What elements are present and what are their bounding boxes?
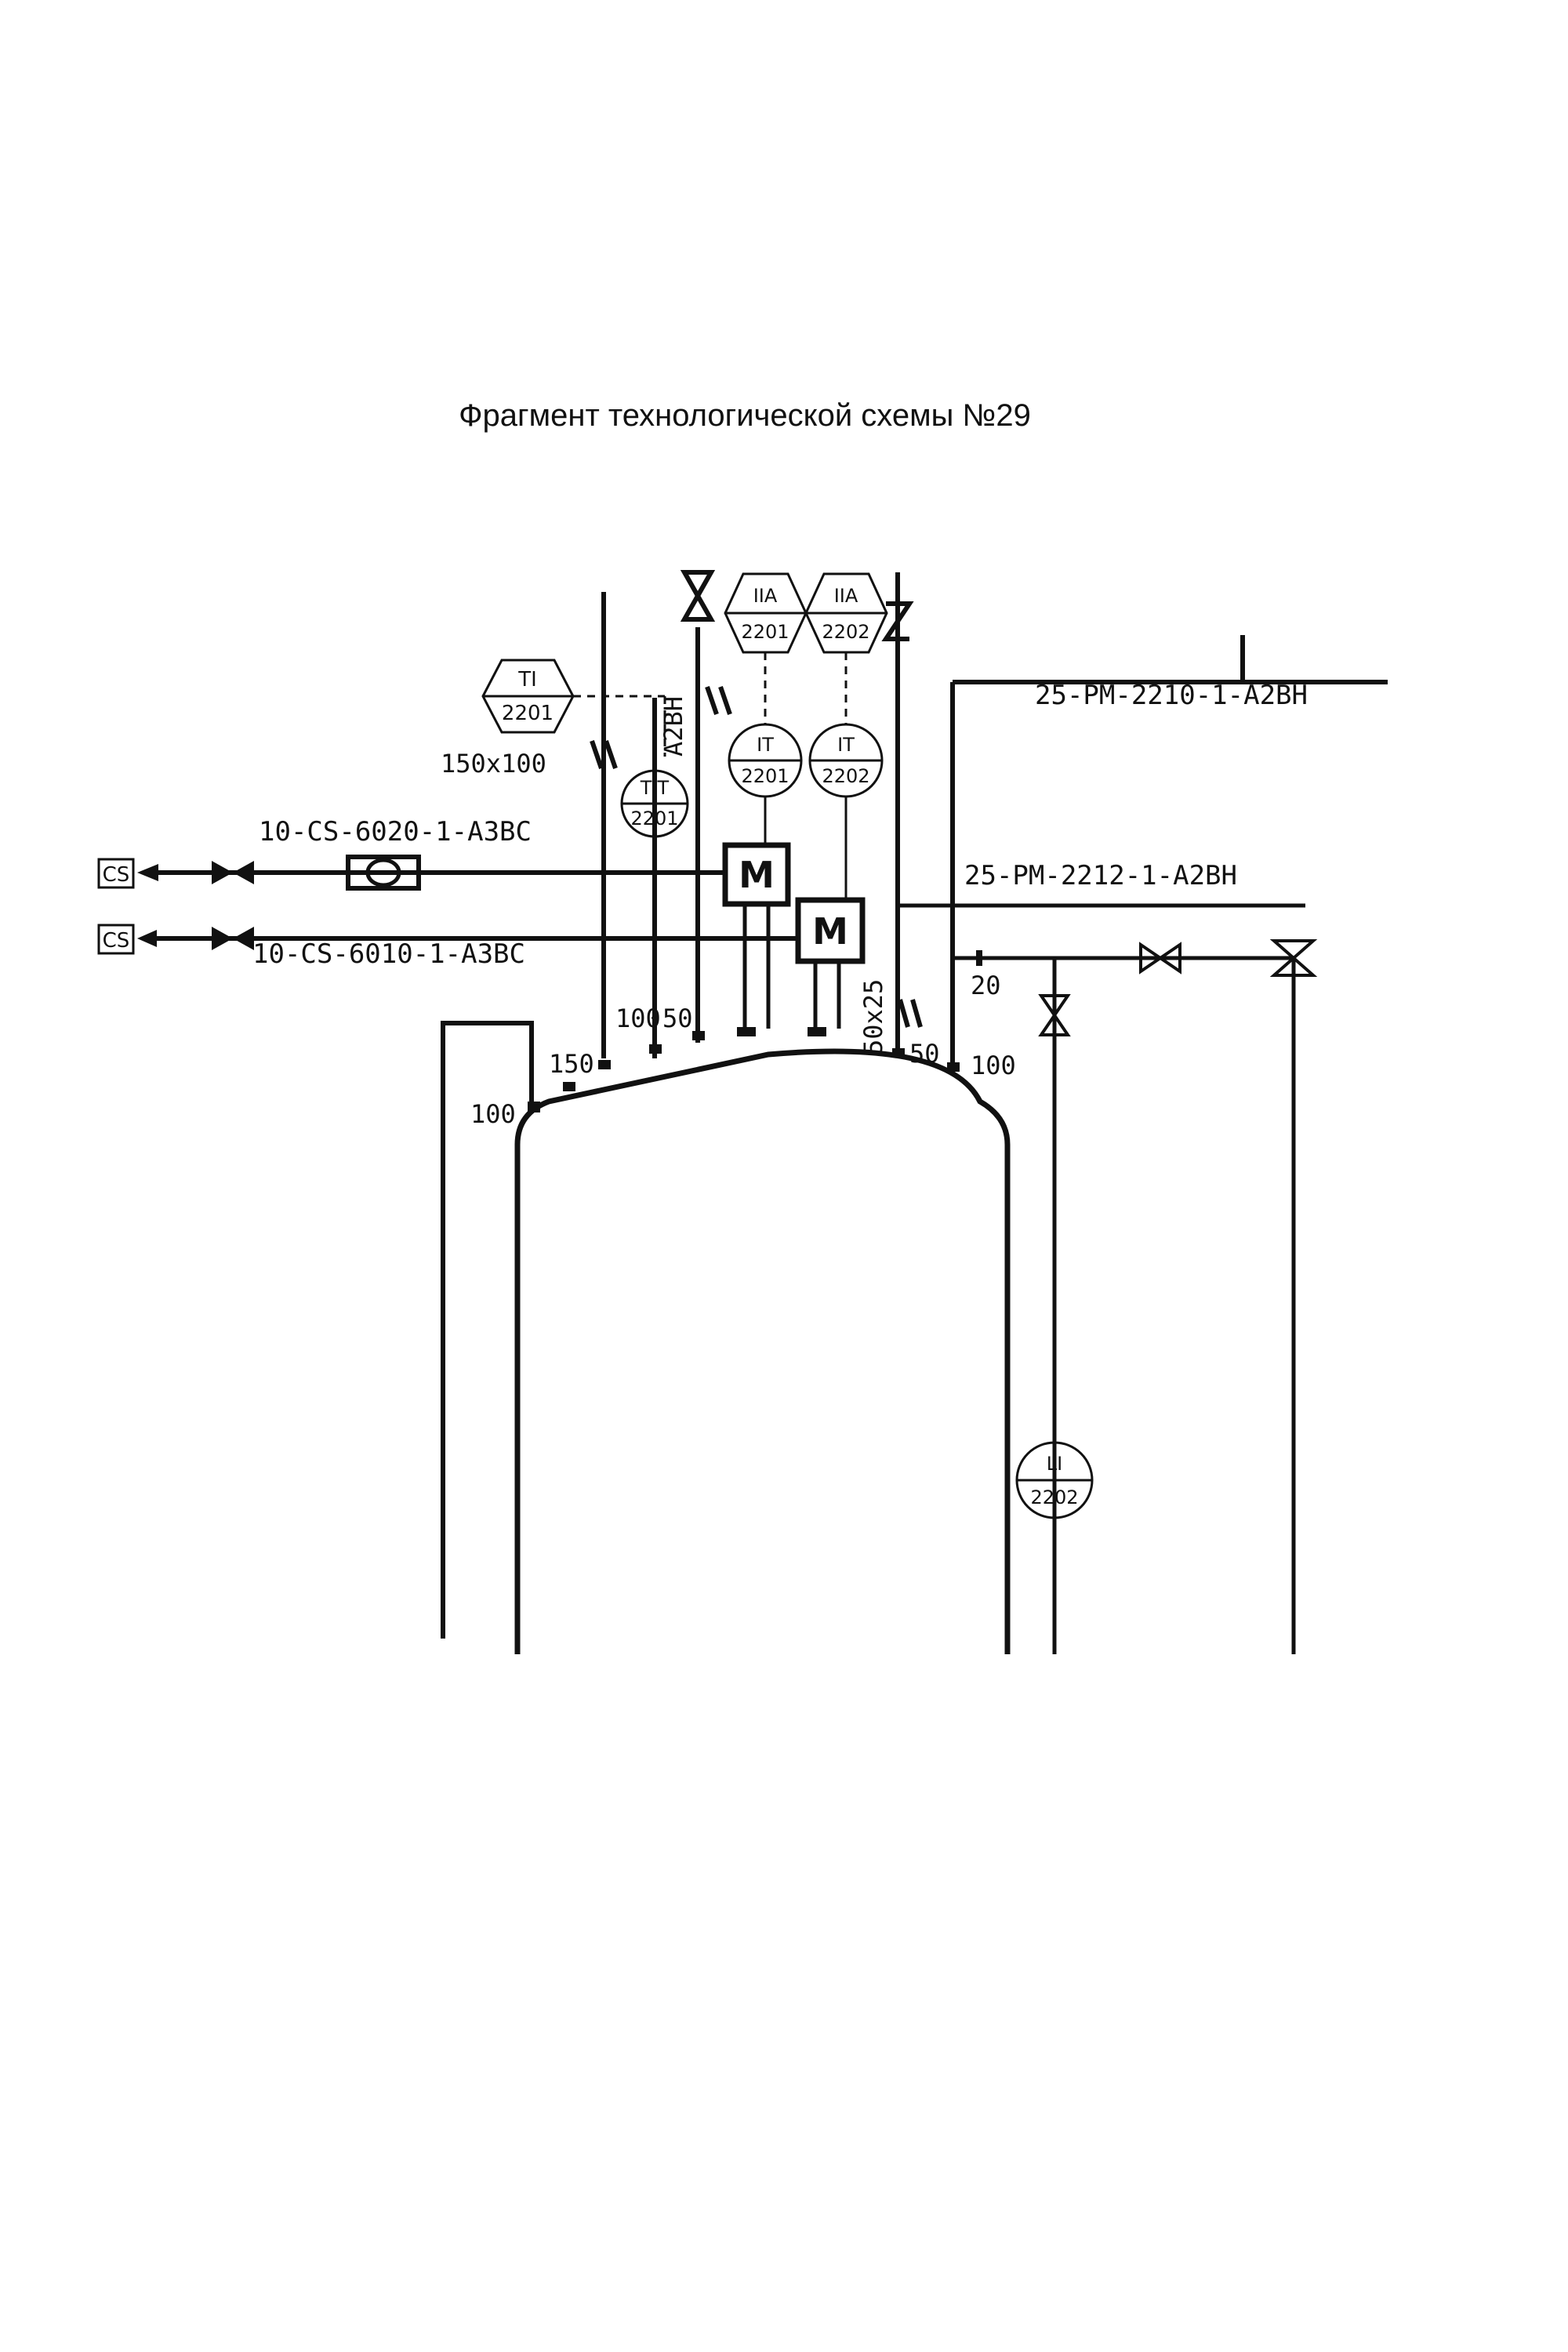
arrow-left-icon [137, 864, 158, 881]
svg-text:IT: IT [837, 734, 855, 756]
spec-break-icon [898, 999, 923, 1028]
instrument-li-2202: LI 2202 [1015, 1441, 1094, 1519]
svg-text:IIA: IIA [753, 585, 778, 607]
nozzle-label: 100 [615, 1004, 661, 1033]
nozzle-label: 50 [909, 1039, 940, 1069]
top-vertical-lines [601, 572, 1388, 1654]
page-title: Фрагмент технологической схемы №29 [459, 398, 1031, 433]
motor-2-label: M [812, 910, 848, 953]
motor-2: M [795, 897, 866, 1029]
valve-icon [680, 570, 716, 622]
line-spec-breaks [590, 686, 923, 1028]
svg-text:2201: 2201 [630, 808, 678, 829]
svg-text:2202: 2202 [822, 621, 869, 643]
drain-break [881, 601, 914, 641]
spec-break-icon [590, 740, 618, 769]
instrument-ti-2201: TI 2201 [481, 659, 575, 734]
arrow-left-icon [137, 930, 157, 947]
nozzle-label: 50x25 [858, 979, 888, 1054]
nozzle-label: 50 [662, 1004, 693, 1033]
svg-text:TIT: TIT [640, 777, 670, 799]
svg-text:LI: LI [1047, 1453, 1062, 1475]
flow-element-icon [346, 855, 421, 891]
vessel-side-line [441, 1021, 534, 1639]
svg-text:CS: CS [103, 929, 130, 953]
instrument-iia-2201: IIA 2201 [724, 572, 808, 654]
valve-icon [233, 861, 254, 884]
instrument-it-2202: IT 2202 [808, 723, 884, 798]
instrument-it-2201: IT 2201 [728, 723, 803, 798]
svg-text:2202: 2202 [822, 765, 869, 787]
valve-icon [1269, 939, 1318, 977]
vent-valve [680, 570, 716, 622]
nozzle-stubs [528, 1027, 960, 1112]
nozzle-label: 150 [549, 1049, 594, 1079]
small-valve-icon [976, 950, 982, 966]
svg-text:IT: IT [757, 734, 774, 756]
line-label-pm-2210: 25-PM-2210-1-A2BH [1035, 680, 1308, 711]
svg-text:2201: 2201 [502, 702, 554, 725]
motor-1-label: M [739, 854, 775, 896]
cs-connector-bottom: CS [97, 924, 135, 955]
nozzle-label: 20 [971, 971, 1001, 1000]
valve-icon [1038, 994, 1071, 1036]
line-label-cs-6020: 10-CS-6020-1-A3BC [259, 816, 532, 848]
vessel [441, 1021, 1011, 1654]
svg-text:TI: TI [517, 668, 537, 691]
svg-text:CS: CS [103, 863, 130, 887]
break-symbol-icon [881, 601, 914, 641]
line-label-vertical: A2BH [659, 696, 688, 757]
svg-text:IIA: IIA [834, 585, 858, 607]
valve-icon [1139, 942, 1181, 975]
instrument-iia-2202: IIA 2202 [804, 572, 888, 654]
line-label-pm-2212: 25-PM-2212-1-A2BH [964, 860, 1237, 891]
right-branch-valves [976, 939, 1318, 1036]
nozzle-label: 100 [971, 1051, 1016, 1080]
valve-icon [233, 927, 254, 950]
reducer-label: 150x100 [441, 749, 546, 779]
spec-break-icon [705, 686, 732, 715]
nozzle-label: 100 [470, 1099, 516, 1129]
cs-6010-line [137, 927, 798, 950]
cs-connector-top: CS [97, 858, 135, 889]
line-label-cs-6010: 10-CS-6010-1-A3BC [252, 938, 525, 970]
instrument-tit-2201: TIT 2201 [620, 769, 689, 838]
svg-text:2202: 2202 [1030, 1486, 1078, 1508]
cs-6020-line [137, 855, 725, 891]
svg-text:2201: 2201 [741, 765, 789, 787]
svg-text:2201: 2201 [741, 621, 789, 643]
